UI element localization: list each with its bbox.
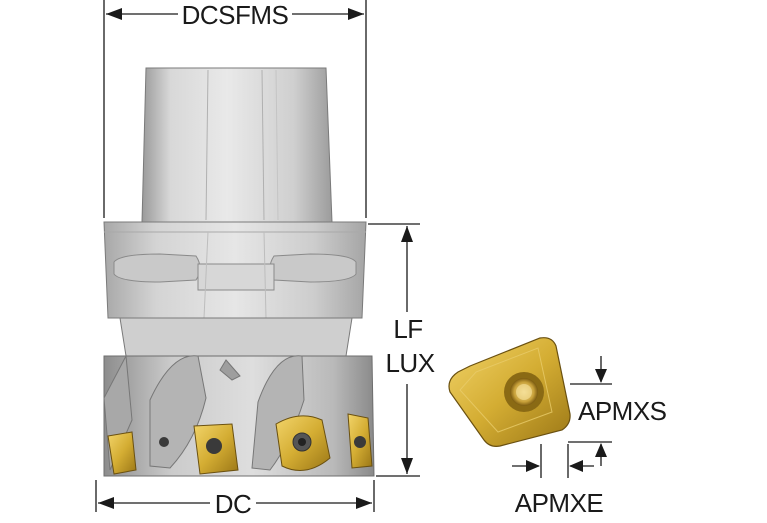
lf-top-arrow bbox=[401, 226, 413, 242]
cutter-body bbox=[103, 67, 375, 477]
apmxe-label: APMXE bbox=[515, 488, 604, 518]
cutting-head bbox=[103, 355, 375, 477]
dc-label: DC bbox=[215, 489, 252, 519]
apmxs-bottom-arrow bbox=[595, 443, 607, 457]
lux-label: LUX bbox=[385, 348, 434, 378]
lf-label: LF bbox=[393, 314, 422, 344]
lf-lux-dimension bbox=[368, 223, 420, 477]
apmxs-label: APMXS bbox=[578, 396, 667, 426]
apmxe-left-arrow bbox=[526, 460, 540, 472]
drive-slot-left bbox=[113, 253, 201, 283]
mounted-insert-1 bbox=[107, 431, 137, 475]
dc-left-arrow bbox=[98, 497, 114, 509]
dcsfms-label: DCSFMS bbox=[182, 0, 289, 30]
apmxe-right-arrow bbox=[569, 460, 583, 472]
insert-screw-2 bbox=[206, 438, 222, 454]
dc-right-arrow bbox=[356, 497, 372, 509]
center-key bbox=[197, 263, 275, 291]
neck bbox=[119, 317, 353, 357]
insert-detail bbox=[448, 337, 571, 447]
lf-bottom-arrow bbox=[401, 458, 413, 474]
dc-dimension bbox=[95, 480, 375, 512]
apmxs-top-arrow bbox=[595, 369, 607, 383]
drive-slot-right bbox=[269, 253, 357, 283]
dcsfms-right-arrow bbox=[348, 8, 364, 20]
apmxe-dimension bbox=[512, 444, 594, 478]
flute-2 bbox=[251, 355, 305, 471]
shank bbox=[141, 67, 333, 223]
apmxs-dimension bbox=[568, 356, 612, 466]
dcsfms-dimension bbox=[103, 0, 367, 218]
dcsfms-left-arrow bbox=[106, 8, 122, 20]
